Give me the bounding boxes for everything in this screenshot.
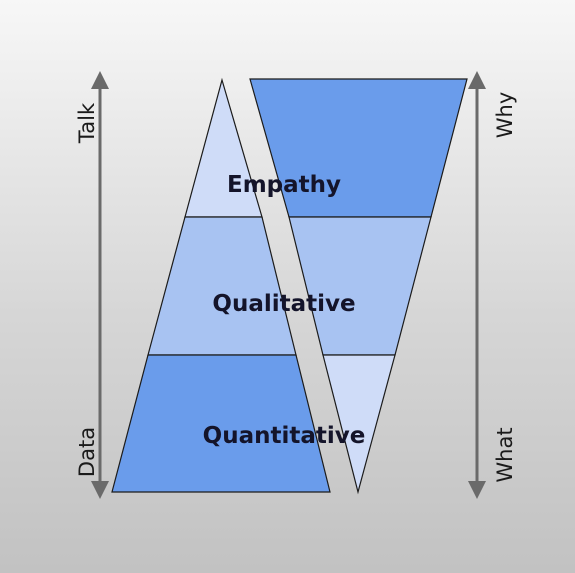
axis-label-data: Data — [75, 427, 99, 477]
axis-label-why: Why — [493, 92, 517, 139]
right-funnel — [249, 78, 468, 495]
funnel-layer-middle — [288, 216, 432, 356]
funnel-layer-bottom — [322, 354, 396, 495]
label-empathy: Empathy — [227, 172, 341, 198]
label-quantitative: Quantitative — [203, 423, 366, 449]
axis-label-talk: Talk — [75, 102, 99, 144]
label-qualitative: Qualitative — [212, 291, 355, 317]
axis-label-what: What — [493, 427, 517, 482]
pyramid-layer-quantitative — [111, 354, 331, 493]
pyramid-layer-qualitative — [147, 216, 297, 356]
left-pyramid — [111, 77, 331, 493]
